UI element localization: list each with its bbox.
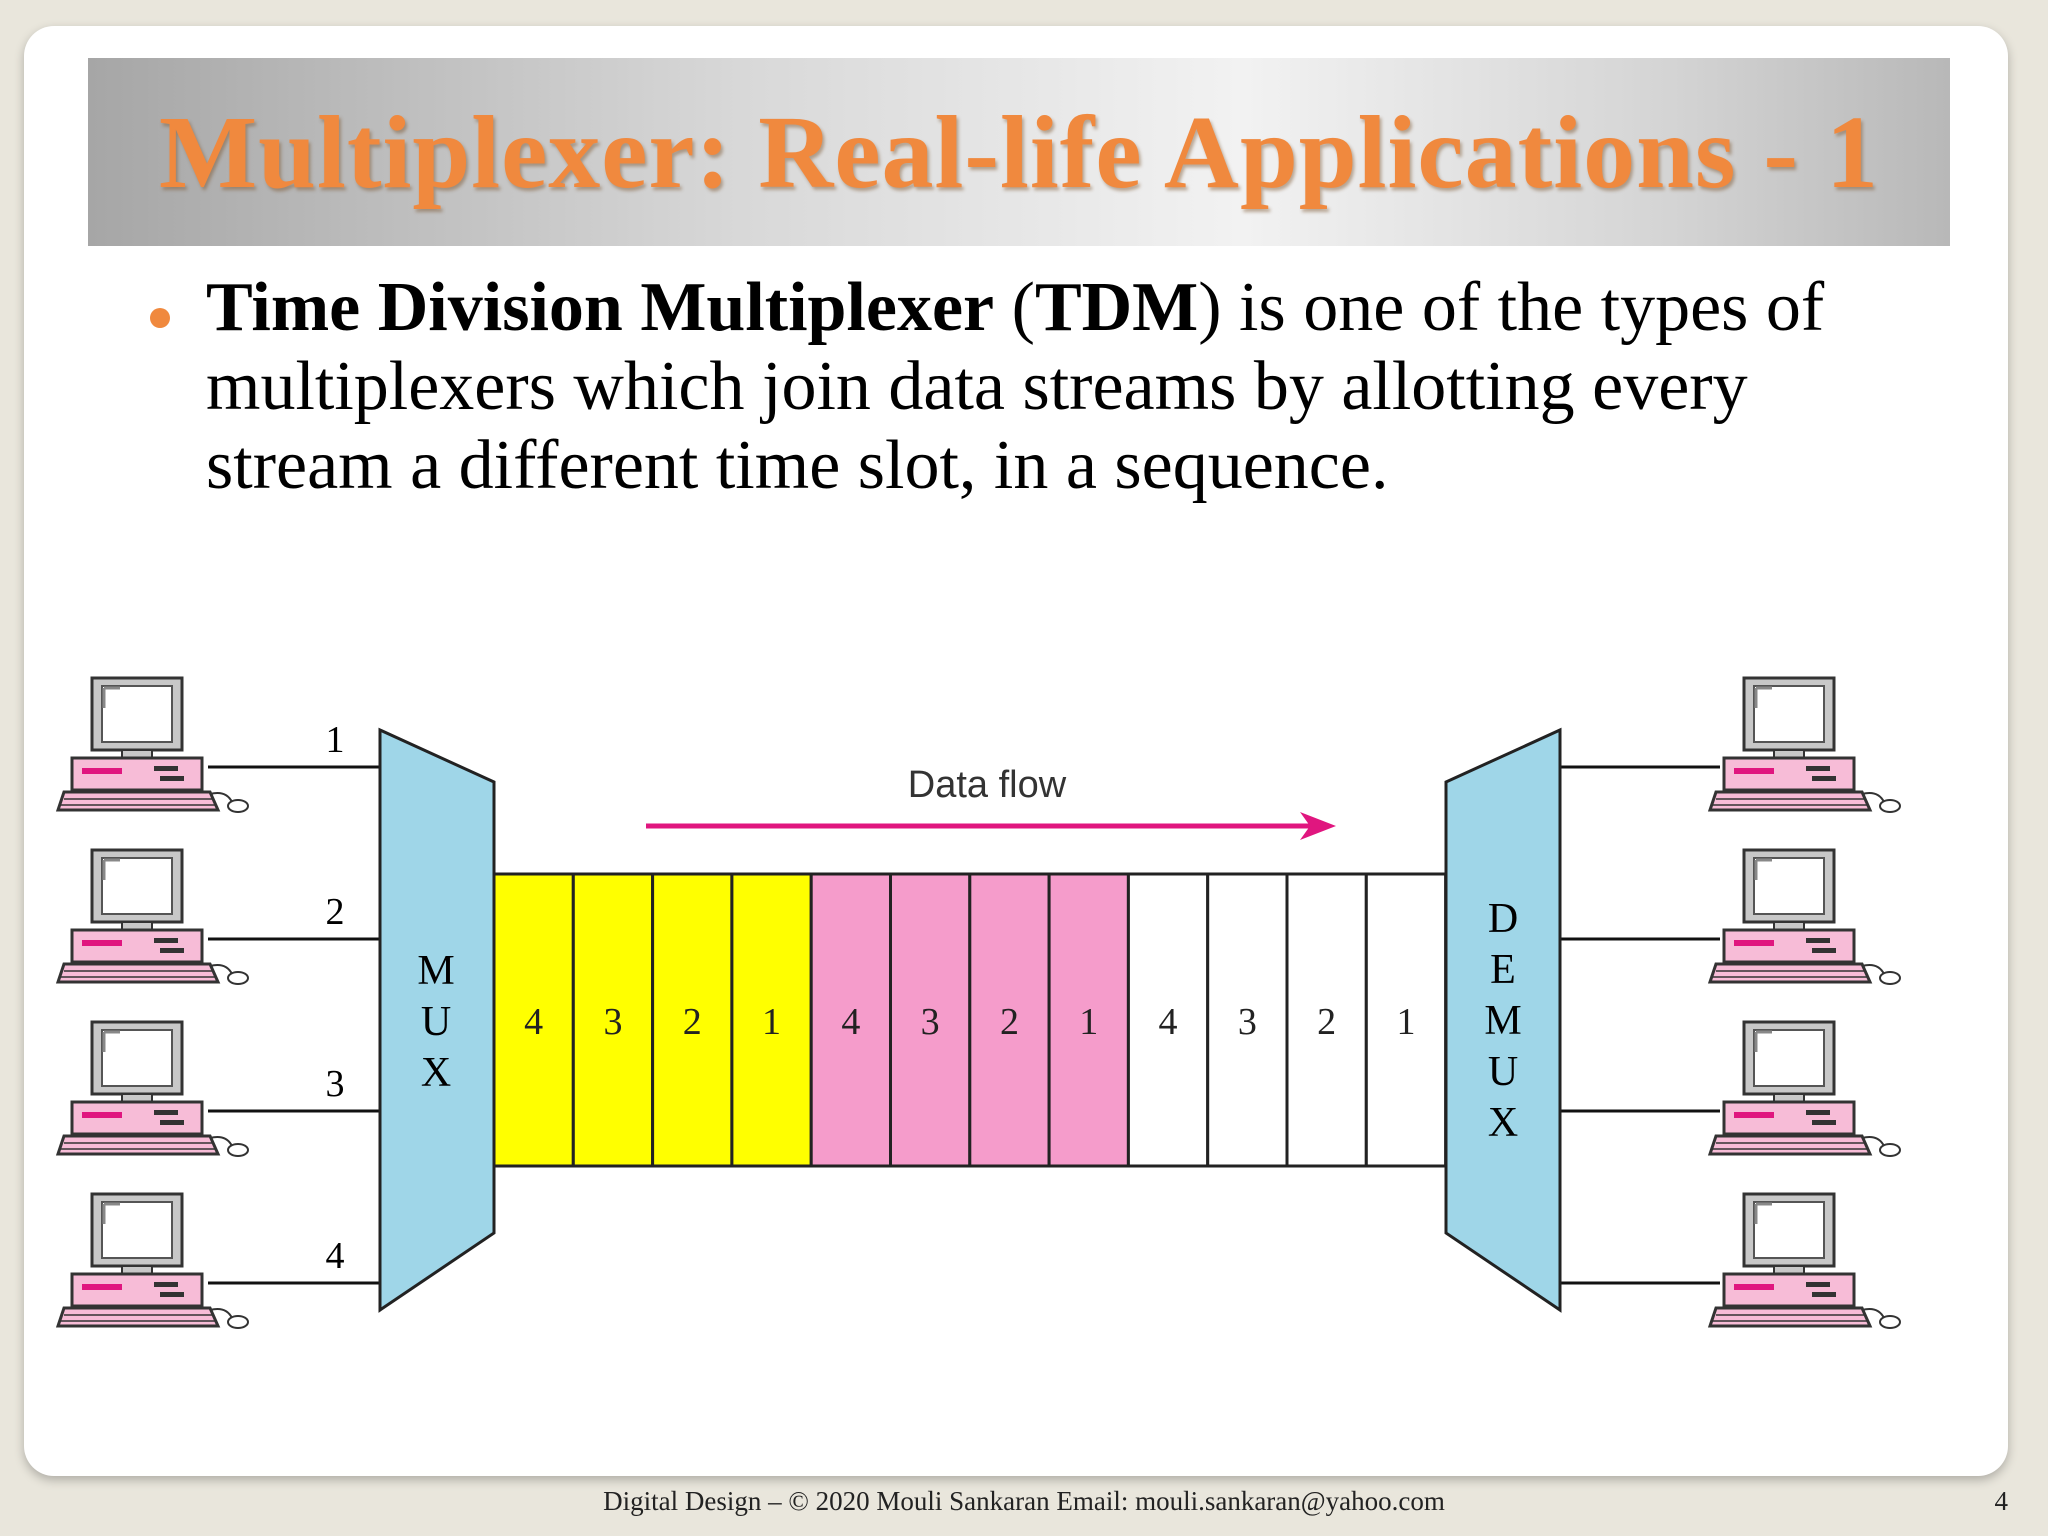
time-slot [809, 872, 893, 1168]
time-slot-label: 2 [1317, 1001, 1336, 1043]
computer-icon [56, 1192, 250, 1330]
time-slot-label: 4 [524, 1001, 543, 1043]
tdm-diagram: 1 2 3 4 Data flow 4 3 2 1 4 3 2 1 4 3 2 1 M U X D E… [56, 676, 1902, 1330]
demux-letter: X [1488, 1100, 1518, 1146]
bullet-text: Time Division Multiplexer (TDM) is one o… [206, 268, 1930, 505]
computer-icon [1708, 676, 1902, 814]
title-bar: Multiplexer: Real-life Applications - 1 [88, 58, 1950, 246]
time-slot [1364, 872, 1448, 1168]
time-slot-label: 1 [762, 1001, 781, 1043]
input-label: 3 [326, 1063, 345, 1105]
time-slot-label: 4 [1159, 1001, 1178, 1043]
demux-block [1444, 727, 1562, 1313]
page-number: 4 [1994, 1486, 2009, 1516]
slide [24, 26, 2008, 1476]
mux-block [378, 727, 496, 1313]
computer-icon [56, 848, 250, 986]
time-slot-label: 1 [1079, 1001, 1098, 1043]
time-slot-label: 3 [1238, 1001, 1257, 1043]
demux-letter: U [1488, 1049, 1518, 1095]
bullet-dot-icon [150, 308, 170, 328]
time-slot-label: 3 [603, 1001, 622, 1043]
data-flow-label: Data flow [908, 764, 1067, 806]
input-label: 1 [326, 719, 345, 761]
time-slot-label: 4 [841, 1001, 860, 1043]
computer-icon [56, 676, 250, 814]
demux-letter: M [1484, 998, 1521, 1044]
slide-title: Multiplexer: Real-life Applications - 1 [158, 94, 1880, 210]
bullet-bold-term: Time Division Multiplexer [206, 269, 995, 346]
time-slot [1206, 872, 1289, 1168]
bullet-text-part: ( [994, 269, 1035, 346]
input-label: 2 [326, 891, 345, 933]
input-label: 4 [326, 1235, 345, 1277]
time-slot-label: 2 [1000, 1001, 1019, 1043]
tdm-frames: 4 3 2 1 4 3 2 1 4 3 2 1 [492, 872, 1448, 1168]
bullet-item: Time Division Multiplexer (TDM) is one o… [150, 268, 1930, 505]
bullet-text-part: ) is one of the types of multiplexers wh… [206, 269, 1825, 504]
time-slot [492, 872, 575, 1168]
mux-letter: U [421, 999, 451, 1045]
time-slot-label: 2 [683, 1001, 702, 1043]
time-slot [889, 872, 972, 1168]
time-slot-label: 3 [921, 1001, 940, 1043]
demux-letter: E [1490, 947, 1516, 993]
time-slot [651, 872, 734, 1168]
time-slot [571, 872, 655, 1168]
computer-icon [1708, 1020, 1902, 1158]
time-slot-label: 1 [1396, 1001, 1415, 1043]
demux-letter: D [1488, 896, 1518, 942]
mux-letter: X [421, 1050, 451, 1096]
time-slot [1047, 872, 1130, 1168]
computer-icon [1708, 1192, 1902, 1330]
computer-icon [56, 1020, 250, 1158]
time-slot [730, 872, 813, 1168]
time-slot [968, 872, 1051, 1168]
mux-letter: M [417, 948, 454, 994]
bullet-bold-acronym: TDM [1034, 269, 1199, 346]
computer-icon [1708, 848, 1902, 986]
data-flow-arrow-icon [1300, 812, 1336, 840]
footer-text: Digital Design – © 2020 Mouli Sankaran E… [603, 1486, 1445, 1516]
